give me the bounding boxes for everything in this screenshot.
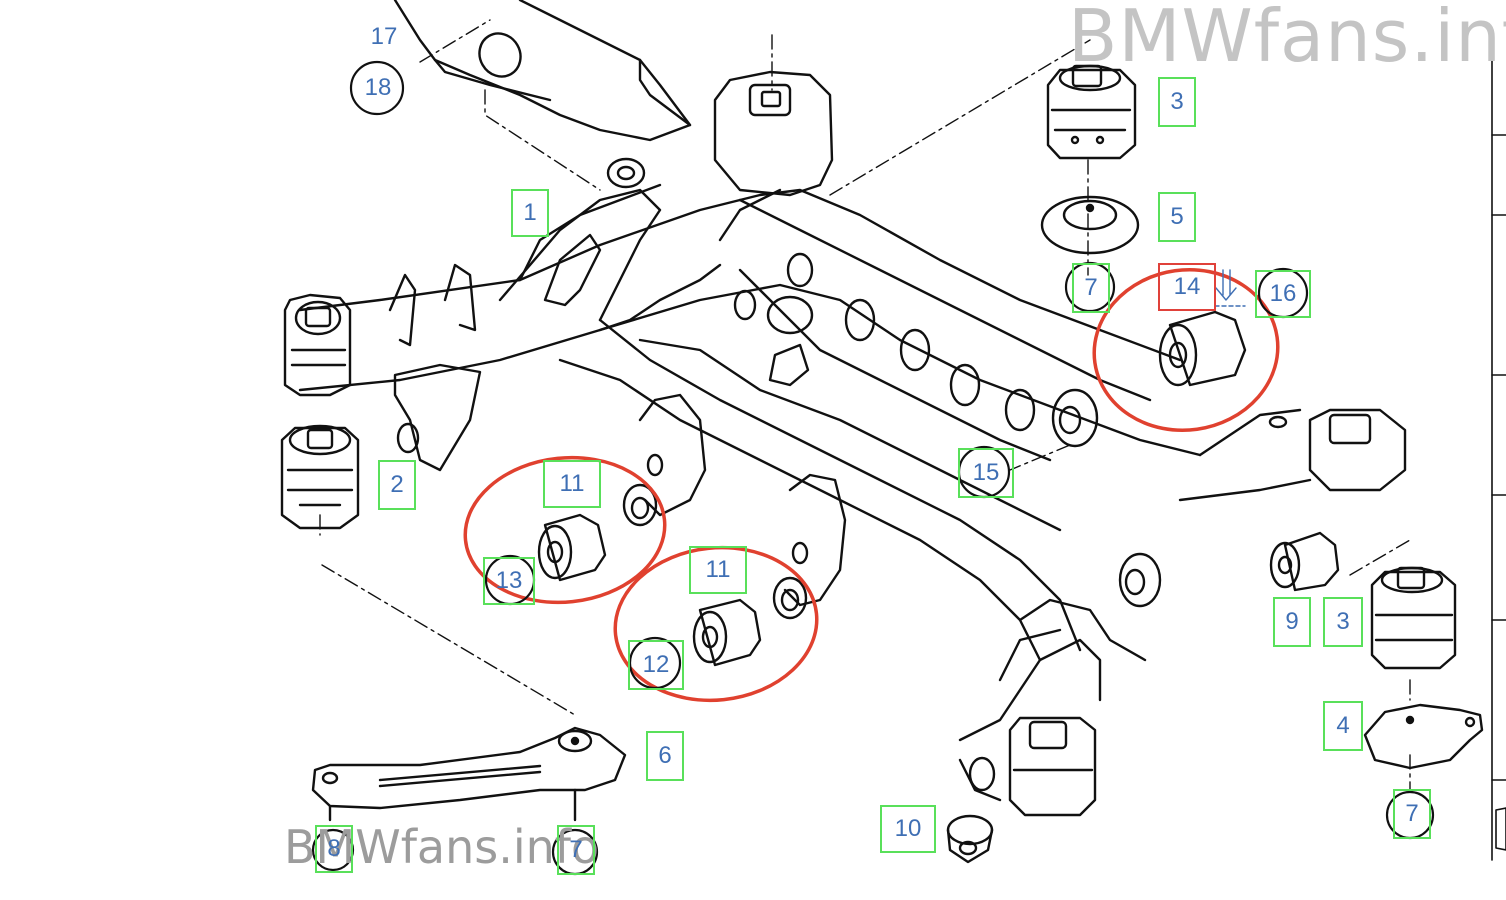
ring-8 bbox=[311, 828, 355, 872]
watermark-top: BMWfans.info bbox=[1068, 0, 1506, 78]
callout-8[interactable]: 8 bbox=[315, 825, 353, 873]
callout-13[interactable]: 13 bbox=[483, 557, 535, 605]
bushing-12 bbox=[692, 598, 762, 667]
highlight-circles bbox=[463, 268, 1280, 703]
callout-11-left[interactable]: 11 bbox=[543, 460, 601, 508]
right-frame-mount bbox=[1178, 408, 1407, 502]
callout-4[interactable]: 4 bbox=[1323, 701, 1363, 751]
callout-11-center[interactable]: 11 bbox=[689, 546, 747, 594]
right-edge-frame bbox=[1491, 59, 1506, 861]
joint-bushing-1 bbox=[606, 157, 646, 189]
callout-7-upper[interactable]: 7 bbox=[1072, 263, 1110, 313]
callout-18[interactable]: 18 bbox=[364, 74, 392, 101]
arrow-marker bbox=[1214, 269, 1246, 307]
callout-5[interactable]: 5 bbox=[1158, 192, 1196, 242]
control-arm-6 bbox=[311, 726, 627, 822]
highlight-circle-12 bbox=[613, 545, 819, 703]
bushing-3-top bbox=[1046, 64, 1137, 160]
callout-7-right[interactable]: 7 bbox=[1393, 789, 1431, 839]
plate-4 bbox=[1363, 703, 1484, 770]
washer-5 bbox=[1040, 195, 1140, 255]
callout-9[interactable]: 9 bbox=[1273, 597, 1311, 647]
highlight-circle-14 bbox=[1092, 268, 1280, 432]
bushing-3-bottom bbox=[1370, 566, 1457, 670]
leader-lines bbox=[319, 19, 1411, 791]
bracket-17 bbox=[393, 0, 692, 142]
bushing-9 bbox=[1269, 531, 1340, 592]
callout-6[interactable]: 6 bbox=[646, 731, 684, 781]
bracket-center-arm bbox=[772, 473, 847, 620]
bushing-14 bbox=[1158, 310, 1247, 387]
callout-1[interactable]: 1 bbox=[511, 189, 549, 237]
watermark-bottom: BMWfans.info bbox=[284, 820, 600, 874]
callout-rings bbox=[311, 60, 1435, 876]
callout-14[interactable]: 14 bbox=[1158, 263, 1216, 311]
highlight-circle-13 bbox=[463, 455, 667, 605]
callout-12[interactable]: 12 bbox=[628, 640, 684, 690]
bushing-10 bbox=[946, 814, 994, 864]
left-mount-upper bbox=[283, 293, 352, 397]
callout-2[interactable]: 2 bbox=[378, 460, 416, 510]
bushing-13 bbox=[537, 513, 607, 582]
callout-3-top[interactable]: 3 bbox=[1158, 77, 1196, 127]
bushing-15-on-frame bbox=[1051, 388, 1099, 448]
ring-18 bbox=[349, 60, 405, 116]
bracket-left-arm bbox=[622, 393, 707, 527]
top-mount bbox=[713, 70, 834, 197]
callout-3-bottom[interactable]: 3 bbox=[1323, 597, 1363, 647]
rear-right-mount bbox=[958, 552, 1162, 817]
callout-7-bottom[interactable]: 7 bbox=[557, 825, 595, 875]
bushing-2 bbox=[280, 424, 360, 530]
left-brackets bbox=[388, 263, 482, 472]
callout-16[interactable]: 16 bbox=[1255, 270, 1311, 318]
callout-17[interactable]: 17 bbox=[370, 23, 398, 50]
callout-10[interactable]: 10 bbox=[880, 805, 936, 853]
callout-15[interactable]: 15 bbox=[958, 448, 1014, 498]
